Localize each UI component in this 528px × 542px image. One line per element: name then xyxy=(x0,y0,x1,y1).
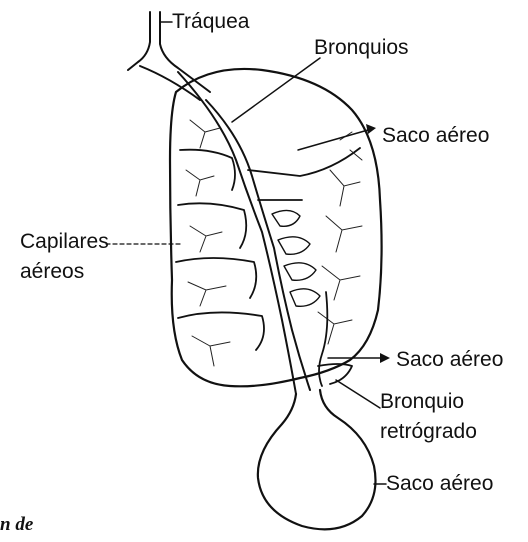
label-bronquio-line1: Bronquio xyxy=(380,390,464,413)
bottom-air-sac xyxy=(258,390,376,529)
label-bronquio-line2: retrógrado xyxy=(380,420,477,443)
arrow-top-icon xyxy=(366,124,376,134)
label-traquea: Tráquea xyxy=(172,10,250,33)
label-capilares-line1: Capilares xyxy=(20,230,109,253)
label-saco-aereo-mid: Saco aéreo xyxy=(396,348,503,371)
label-saco-aereo-top: Saco aéreo xyxy=(382,124,489,147)
primary-bronchus xyxy=(178,72,360,394)
arrow-mid-icon xyxy=(380,353,390,363)
label-capilares-line2: aéreos xyxy=(20,260,84,283)
leader-lines xyxy=(106,22,390,484)
parabronchial-tufts xyxy=(272,210,320,306)
caption-fragment: n de xyxy=(0,514,34,535)
lung-outline xyxy=(170,69,382,386)
parabronchi-left xyxy=(176,150,264,350)
label-saco-aereo-bottom: Saco aéreo xyxy=(386,472,493,495)
air-capillary-network xyxy=(186,120,362,366)
label-bronquios: Bronquios xyxy=(314,36,409,59)
